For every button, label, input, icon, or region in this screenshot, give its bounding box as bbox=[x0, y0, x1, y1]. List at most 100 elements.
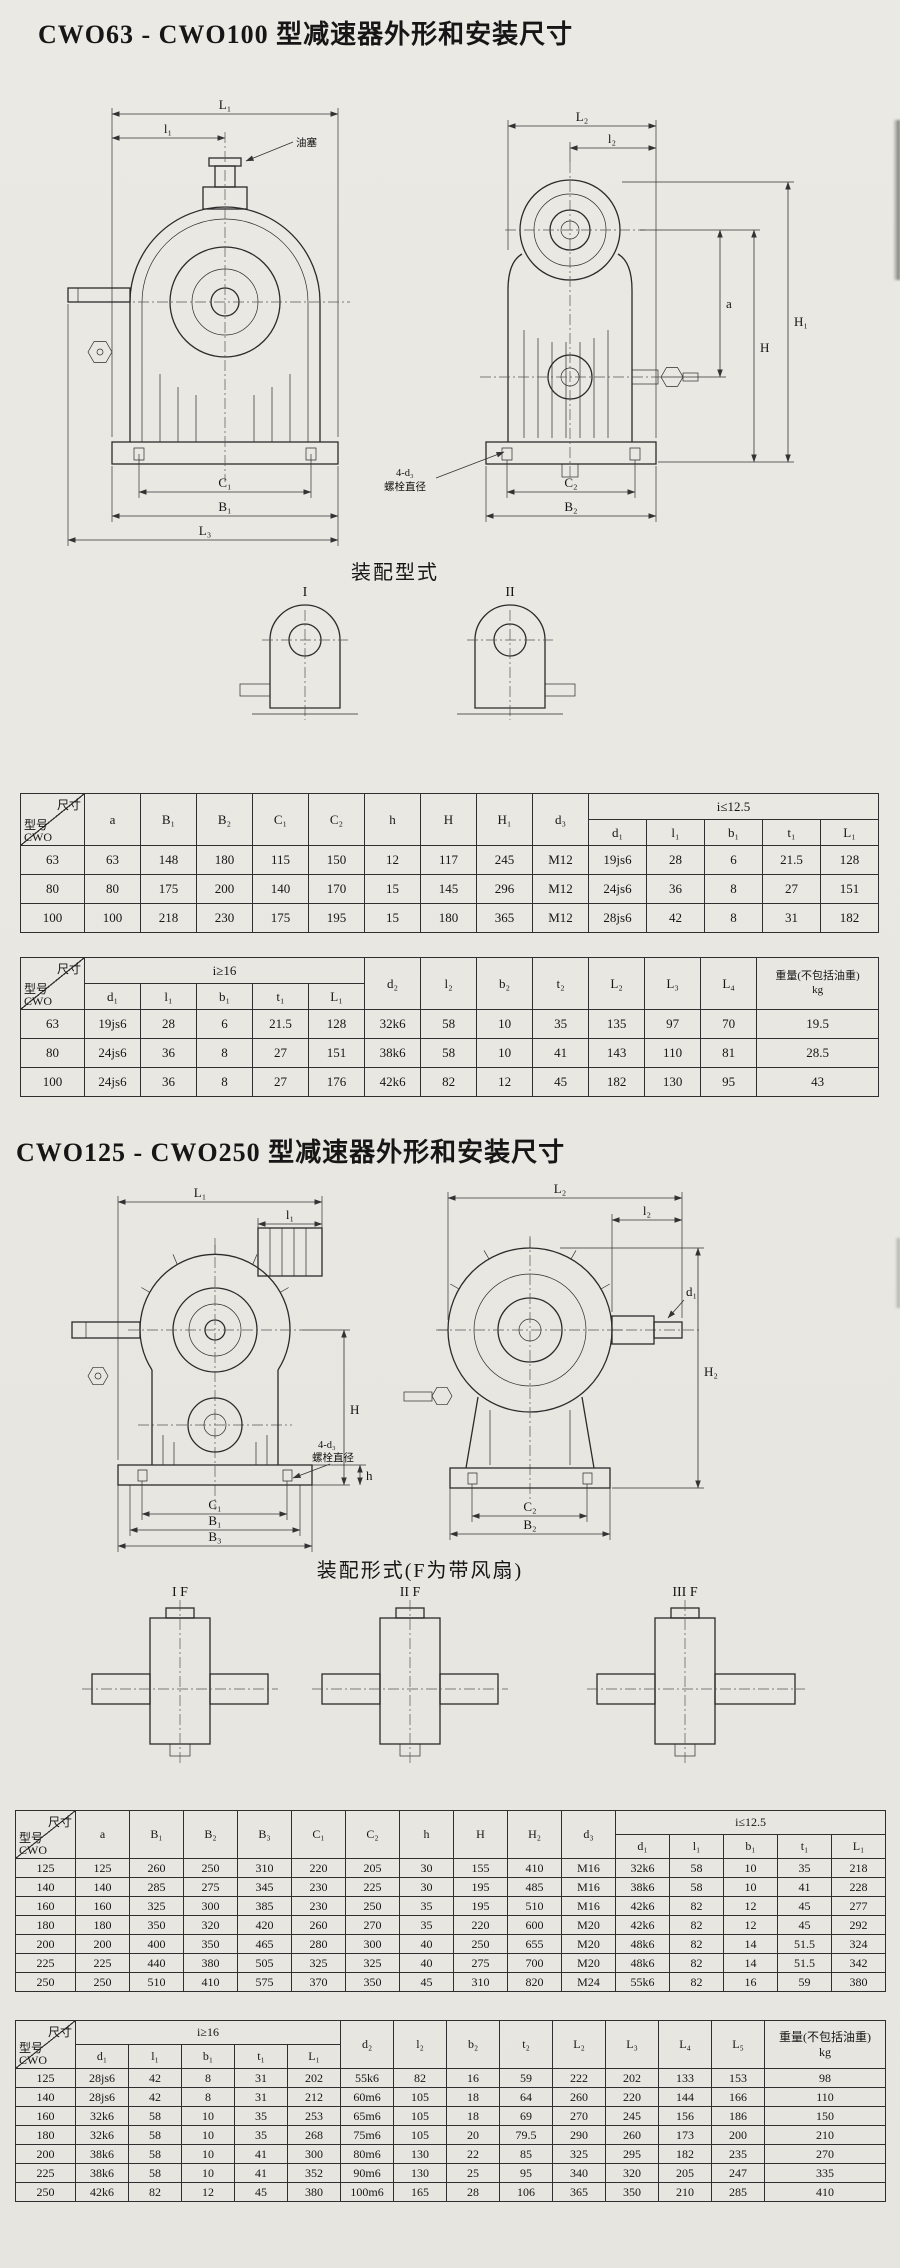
value-cell: 285 bbox=[129, 1877, 184, 1897]
value-cell: 700 bbox=[507, 1953, 562, 1973]
column-header: b₂ bbox=[446, 2020, 501, 2069]
dim-label: h bbox=[366, 1468, 373, 1483]
value-cell: 250 bbox=[345, 1896, 400, 1916]
value-cell: 260 bbox=[129, 1858, 184, 1878]
ratio-group-header: i≥16 bbox=[74, 2020, 342, 2045]
corner-size-label: 尺寸 bbox=[47, 2025, 72, 2039]
value-cell: 320 bbox=[183, 1915, 238, 1935]
value-cell: 218 bbox=[830, 1858, 887, 1878]
corner-model-line1: 型号 bbox=[24, 981, 49, 996]
assembly-diagram-2: II bbox=[457, 585, 576, 720]
value-cell: 28js6 bbox=[588, 903, 647, 933]
value-cell: 10 bbox=[181, 2144, 235, 2164]
value-cell: 195 bbox=[453, 1896, 508, 1916]
column-header: l₁ bbox=[140, 983, 197, 1010]
value-cell: 41 bbox=[234, 2163, 288, 2183]
base-plate bbox=[485, 441, 657, 465]
corner-size-label: 尺寸 bbox=[56, 962, 81, 976]
model-cell: 100 bbox=[20, 903, 85, 933]
dim-label: d₁ bbox=[686, 1284, 697, 1299]
column-header: a bbox=[75, 1810, 130, 1859]
value-cell: 202 bbox=[286, 2068, 342, 2088]
value-cell: 200 bbox=[75, 1934, 130, 1954]
value-cell: 100m6 bbox=[340, 2182, 395, 2202]
column-header: l₂ bbox=[420, 957, 478, 1010]
value-cell: 20 bbox=[446, 2125, 501, 2145]
dim-label: B₃ bbox=[208, 1529, 221, 1544]
value-cell: 30 bbox=[399, 1877, 454, 1897]
value-cell: M16 bbox=[561, 1896, 616, 1916]
value-cell: 325 bbox=[291, 1953, 346, 1973]
value-cell: 325 bbox=[129, 1896, 184, 1916]
value-cell: M16 bbox=[561, 1858, 616, 1878]
value-cell: 230 bbox=[291, 1896, 346, 1916]
value-cell: 128 bbox=[819, 845, 880, 875]
fan-assembly-diagram-3: III F bbox=[587, 1585, 805, 1764]
value-cell: 247 bbox=[711, 2163, 766, 2183]
value-cell: 260 bbox=[291, 1915, 346, 1935]
assembly-label: III F bbox=[672, 1585, 697, 1600]
value-cell: 310 bbox=[453, 1972, 508, 1992]
value-cell: 195 bbox=[308, 903, 365, 933]
assembly-label: I bbox=[303, 585, 308, 600]
value-cell: 28 bbox=[646, 845, 705, 875]
assembly-label: II F bbox=[400, 1585, 421, 1600]
value-cell: 510 bbox=[129, 1972, 184, 1992]
column-header: H bbox=[453, 1810, 508, 1859]
value-cell: 40 bbox=[399, 1934, 454, 1954]
value-cell: 45 bbox=[399, 1972, 454, 1992]
corner-model-line1: 型号 bbox=[19, 2040, 44, 2055]
value-cell: 80m6 bbox=[340, 2144, 395, 2164]
value-cell: 220 bbox=[453, 1915, 508, 1935]
value-cell: M16 bbox=[561, 1877, 616, 1897]
model-cell: 225 bbox=[15, 2163, 76, 2183]
value-cell: M12 bbox=[532, 903, 589, 933]
value-cell: 8 bbox=[704, 874, 763, 904]
value-cell: 42 bbox=[128, 2068, 182, 2088]
column-header: B₁ bbox=[129, 1810, 184, 1859]
value-cell: 290 bbox=[552, 2125, 607, 2145]
column-header: t₁ bbox=[234, 2044, 288, 2069]
value-cell: 228 bbox=[830, 1877, 887, 1897]
column-header: L₄ bbox=[658, 2020, 713, 2069]
value-cell: 15 bbox=[364, 903, 421, 933]
value-cell: 40 bbox=[399, 1953, 454, 1973]
value-cell: 12 bbox=[723, 1915, 778, 1935]
value-cell: 55k6 bbox=[340, 2068, 395, 2088]
value-cell: 342 bbox=[830, 1953, 887, 1973]
column-header: t₁ bbox=[762, 819, 821, 846]
column-header: d₁ bbox=[84, 983, 141, 1010]
value-cell: 253 bbox=[286, 2106, 342, 2126]
shaft-stub bbox=[239, 683, 271, 697]
value-cell: 18 bbox=[446, 2087, 501, 2107]
dim-label: L₂ bbox=[554, 1181, 566, 1196]
fan-assembly-diagram-2: II F bbox=[312, 1585, 508, 1764]
column-header: d₃ bbox=[532, 793, 589, 846]
column-header: B₃ bbox=[237, 1810, 292, 1859]
value-cell: 32k6 bbox=[75, 2125, 129, 2145]
value-cell: 12 bbox=[723, 1896, 778, 1916]
value-cell: 210 bbox=[764, 2125, 887, 2145]
value-cell: 410 bbox=[183, 1972, 238, 1992]
value-cell: 245 bbox=[476, 845, 533, 875]
value-cell: 27 bbox=[252, 1038, 309, 1068]
ratio-group-header: i≤12.5 bbox=[614, 1810, 887, 1835]
front-view-drawing: L₁ l₁ 油塞 C₁ B₁ L₃ bbox=[67, 97, 350, 546]
column-header: b₁ bbox=[704, 819, 763, 846]
value-cell: 82 bbox=[669, 1972, 724, 1992]
section2-title: CWO125 - CWO250 型减速器外形和安装尺寸 bbox=[16, 1138, 566, 1167]
value-cell: 42 bbox=[128, 2087, 182, 2107]
value-cell: 160 bbox=[75, 1896, 130, 1916]
column-header: L₂ bbox=[552, 2020, 607, 2069]
value-cell: 64 bbox=[499, 2087, 554, 2107]
value-cell: 325 bbox=[552, 2144, 607, 2164]
column-header: l₂ bbox=[393, 2020, 448, 2069]
pedestal bbox=[465, 1396, 595, 1469]
value-cell: 110 bbox=[764, 2087, 887, 2107]
dim-label: L₁ bbox=[194, 1185, 206, 1200]
